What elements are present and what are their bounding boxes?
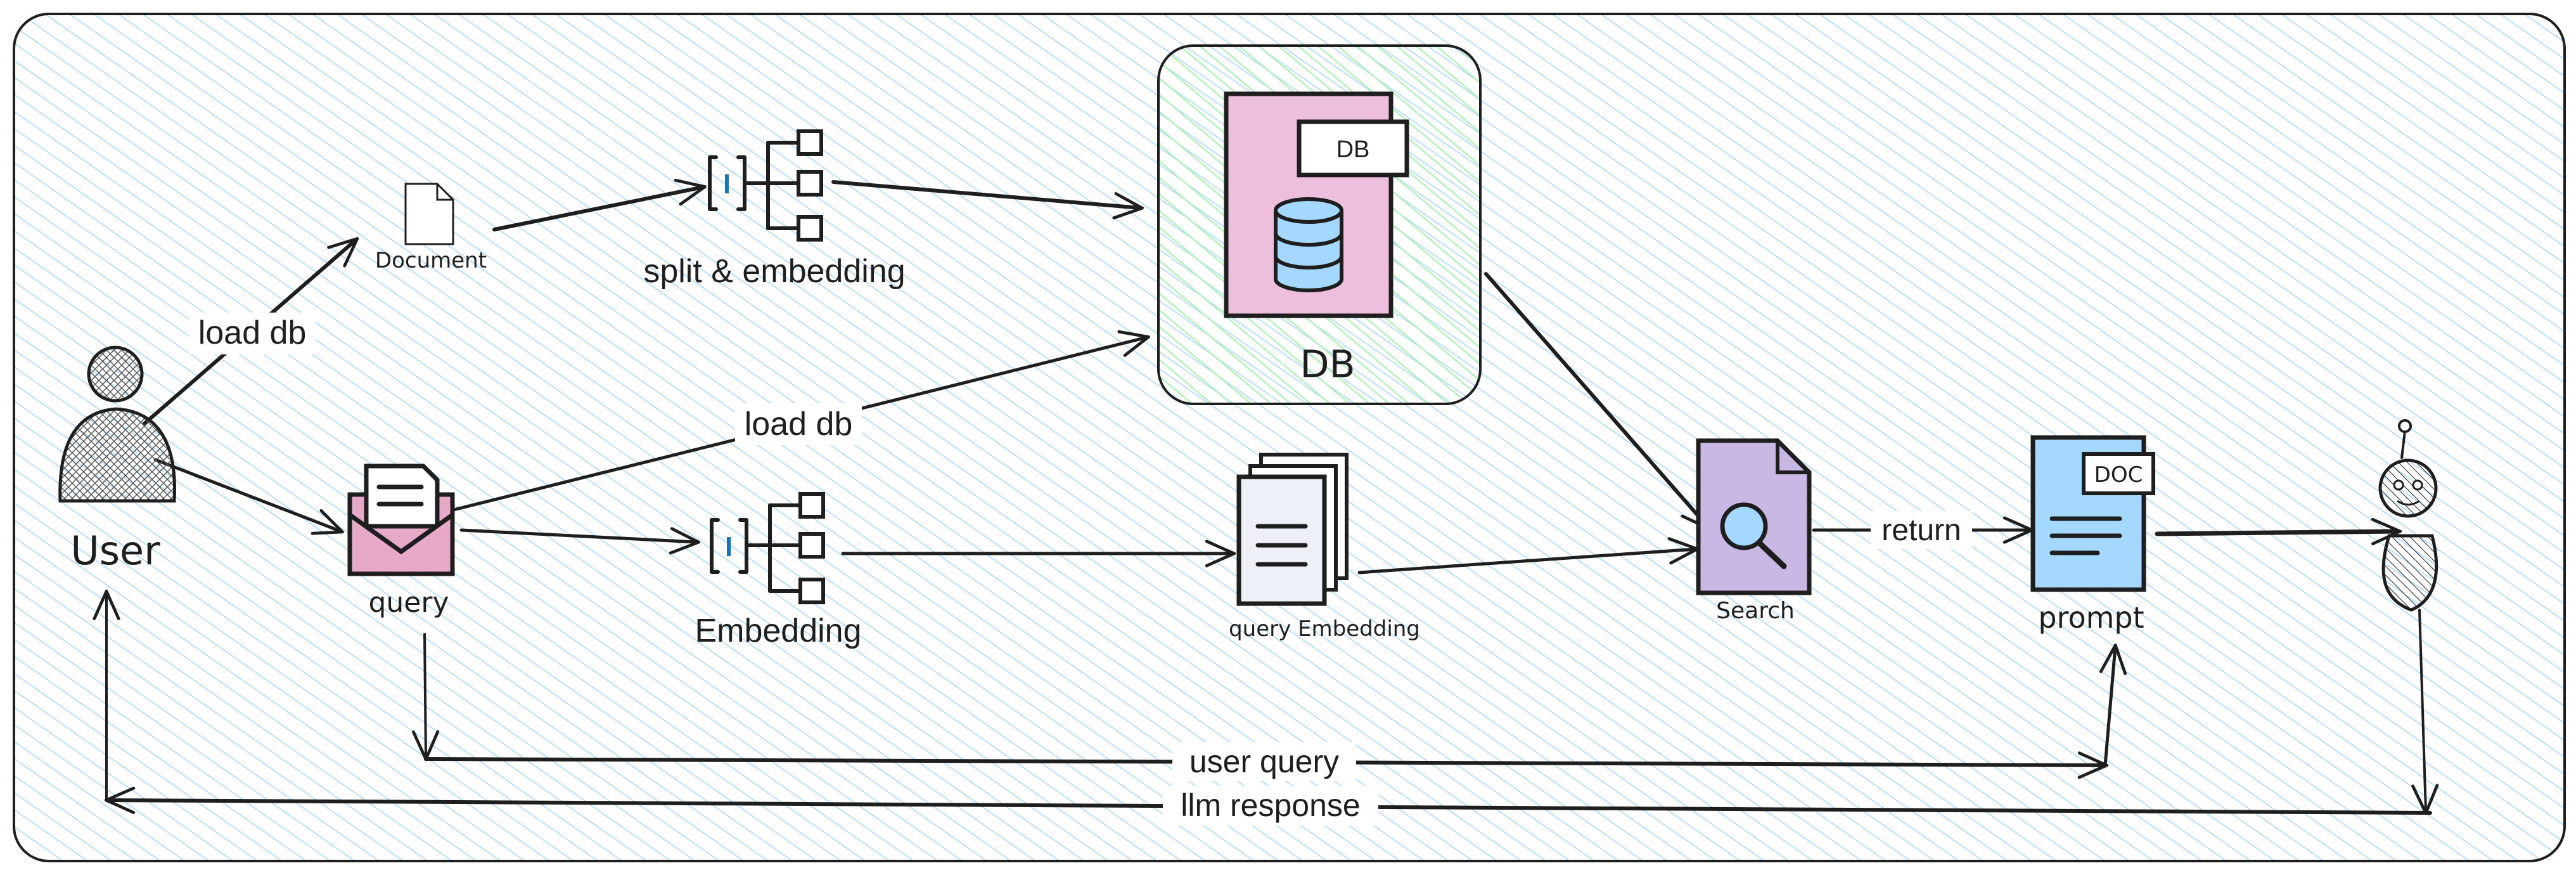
edge-query-embedding-to-search — [1357, 549, 1696, 574]
edge-label-user-query: user query — [1172, 742, 1356, 781]
outer-frame — [13, 13, 2566, 862]
edge-label-load-db-2: load db — [735, 403, 862, 445]
search-file-icon — [1696, 438, 1812, 595]
mail-icon — [347, 463, 455, 576]
query-label: query — [368, 587, 449, 619]
user-node: User — [58, 346, 177, 574]
documents-stack-icon — [1236, 453, 1349, 606]
user-icon — [58, 346, 177, 503]
document-node: Document — [375, 183, 487, 273]
query-embedding-label: query Embedding — [1229, 616, 1420, 642]
svg-text:load db: load db — [198, 314, 307, 351]
edge-prompt-to-llm — [2155, 531, 2399, 534]
db-label: DB — [1300, 342, 1355, 387]
edge-query-to-embedding — [459, 530, 697, 542]
split-embedding-node: split & embedding — [643, 129, 906, 290]
query-embedding-node: query Embedding — [1229, 453, 1420, 642]
search-node: Search — [1696, 438, 1812, 624]
edge-split-to-db — [831, 180, 1141, 208]
edge-label-load-db-1: load db — [189, 313, 316, 354]
split-embedding-label: split & embedding — [643, 253, 905, 290]
edge-user-to-query — [153, 458, 341, 531]
database-icon — [1274, 197, 1343, 292]
document-label: Document — [375, 248, 487, 273]
embedding-label: Embedding — [695, 612, 861, 649]
db-node: DB DB — [1157, 44, 1482, 405]
document-icon — [404, 183, 454, 245]
tree-structure-icon — [710, 492, 825, 604]
svg-text:return: return — [1881, 514, 1961, 547]
edge-db-to-search — [1484, 272, 1708, 528]
prompt-node: DOC prompt — [2030, 435, 2155, 635]
query-node: query — [347, 463, 455, 619]
edge-query-down — [425, 633, 426, 758]
llm-node — [2378, 419, 2438, 612]
tree-structure-icon — [708, 129, 823, 242]
prompt-card-tag: DOC — [2094, 462, 2143, 488]
edge-llm-down — [2419, 609, 2426, 812]
db-card-tag: DB — [1336, 136, 1370, 163]
robot-icon — [2378, 419, 2438, 612]
edge-document-to-split — [492, 187, 703, 231]
search-label: Search — [1716, 598, 1795, 624]
embedding-node: Embedding — [695, 492, 862, 649]
svg-text:user query: user query — [1189, 744, 1339, 779]
svg-text:load db: load db — [745, 406, 853, 443]
edge-label-llm-response: llm response — [1163, 786, 1378, 826]
prompt-file-icon: DOC — [2030, 435, 2155, 592]
svg-text:llm response: llm response — [1181, 788, 1360, 823]
user-label: User — [70, 528, 160, 574]
edge-label-return: return — [1871, 511, 1972, 549]
prompt-label: prompt — [2038, 600, 2144, 635]
